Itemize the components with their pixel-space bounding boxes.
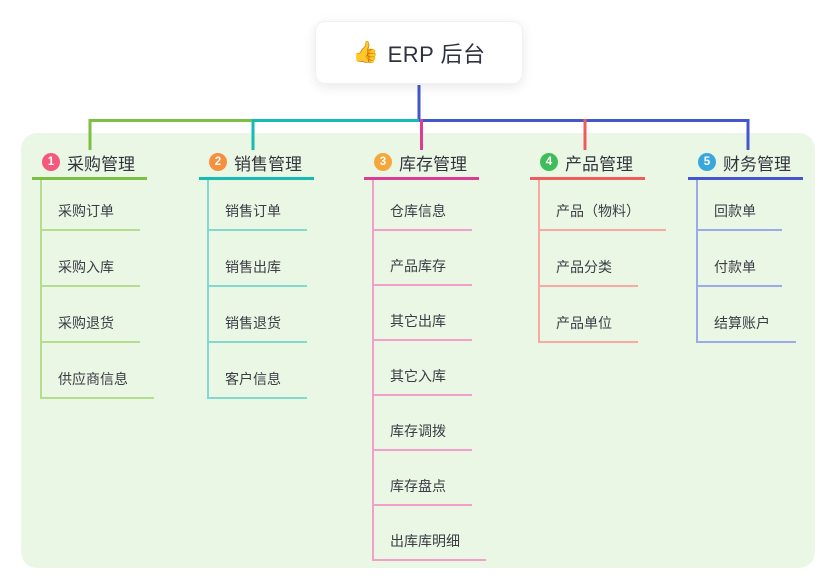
thumbs-up-icon: 👍 bbox=[352, 41, 379, 64]
child-node-purchase-4[interactable]: 供应商信息 bbox=[40, 369, 154, 399]
child-label: 其它出库 bbox=[390, 313, 446, 329]
child-node-purchase-1[interactable]: 采购订单 bbox=[40, 201, 140, 231]
child-node-finance-2[interactable]: 付款单 bbox=[696, 257, 782, 287]
branch-trunk-line bbox=[40, 180, 42, 399]
child-node-inventory-5[interactable]: 库存调拨 bbox=[372, 421, 472, 451]
branch-node-inventory[interactable]: 3 库存管理 bbox=[364, 147, 479, 180]
child-node-product-2[interactable]: 产品分类 bbox=[538, 257, 638, 287]
branch-trunk-line bbox=[538, 180, 540, 343]
branch-title: 销售管理 bbox=[234, 154, 302, 174]
child-label: 库存盘点 bbox=[390, 478, 446, 494]
child-label: 供应商信息 bbox=[58, 371, 128, 387]
branch-title: 财务管理 bbox=[723, 154, 791, 174]
child-node-sales-2[interactable]: 销售出库 bbox=[207, 257, 307, 287]
branch-number-badge: 1 bbox=[42, 153, 60, 171]
child-label: 库存调拨 bbox=[390, 423, 446, 439]
child-label: 付款单 bbox=[714, 259, 756, 275]
branch-number-badge: 5 bbox=[698, 153, 716, 171]
branch-number-badge: 2 bbox=[209, 153, 227, 171]
branch-trunk-line bbox=[372, 180, 374, 561]
branch-node-purchase[interactable]: 1 采购管理 bbox=[32, 147, 147, 180]
branch-title: 采购管理 bbox=[67, 154, 135, 174]
child-node-inventory-2[interactable]: 产品库存 bbox=[372, 256, 472, 286]
child-label: 产品分类 bbox=[556, 259, 612, 275]
child-node-product-1[interactable]: 产品（物料） bbox=[538, 201, 666, 231]
child-node-inventory-4[interactable]: 其它入库 bbox=[372, 366, 472, 396]
child-label: 回款单 bbox=[714, 203, 756, 219]
child-label: 销售出库 bbox=[225, 259, 281, 275]
branch-trunk-line bbox=[696, 180, 698, 343]
branch-title: 产品管理 bbox=[565, 154, 633, 174]
child-label: 产品（物料） bbox=[556, 203, 640, 219]
child-node-finance-3[interactable]: 结算账户 bbox=[696, 313, 796, 343]
child-label: 销售退货 bbox=[225, 315, 281, 331]
child-node-inventory-7[interactable]: 出库库明细 bbox=[372, 531, 486, 561]
child-label: 采购订单 bbox=[58, 203, 114, 219]
branch-node-finance[interactable]: 5 财务管理 bbox=[688, 147, 803, 180]
child-node-finance-1[interactable]: 回款单 bbox=[696, 201, 782, 231]
root-node[interactable]: 👍 ERP 后台 bbox=[315, 21, 523, 84]
child-label: 仓库信息 bbox=[390, 203, 446, 219]
child-node-inventory-6[interactable]: 库存盘点 bbox=[372, 476, 472, 506]
child-label: 采购入库 bbox=[58, 259, 114, 275]
child-node-inventory-1[interactable]: 仓库信息 bbox=[372, 201, 472, 231]
child-label: 产品单位 bbox=[556, 315, 612, 331]
branch-trunk-line bbox=[207, 180, 209, 399]
child-label: 采购退货 bbox=[58, 315, 114, 331]
branch-node-product[interactable]: 4 产品管理 bbox=[530, 147, 645, 180]
child-node-purchase-2[interactable]: 采购入库 bbox=[40, 257, 140, 287]
root-title: ERP 后台 bbox=[387, 41, 486, 67]
child-node-sales-4[interactable]: 客户信息 bbox=[207, 369, 307, 399]
child-label: 出库库明细 bbox=[390, 533, 460, 549]
child-label: 销售订单 bbox=[225, 203, 281, 219]
child-label: 产品库存 bbox=[390, 258, 446, 274]
branch-number-badge: 4 bbox=[540, 153, 558, 171]
branch-number-badge: 3 bbox=[374, 153, 392, 171]
child-label: 结算账户 bbox=[714, 315, 770, 331]
child-label: 其它入库 bbox=[390, 368, 446, 384]
child-node-sales-1[interactable]: 销售订单 bbox=[207, 201, 307, 231]
branch-node-sales[interactable]: 2 销售管理 bbox=[199, 147, 314, 180]
branches-panel bbox=[21, 133, 815, 568]
child-node-purchase-3[interactable]: 采购退货 bbox=[40, 313, 140, 343]
child-node-product-3[interactable]: 产品单位 bbox=[538, 313, 638, 343]
child-node-sales-3[interactable]: 销售退货 bbox=[207, 313, 307, 343]
child-node-inventory-3[interactable]: 其它出库 bbox=[372, 311, 472, 341]
child-label: 客户信息 bbox=[225, 371, 281, 387]
branch-title: 库存管理 bbox=[399, 154, 467, 174]
